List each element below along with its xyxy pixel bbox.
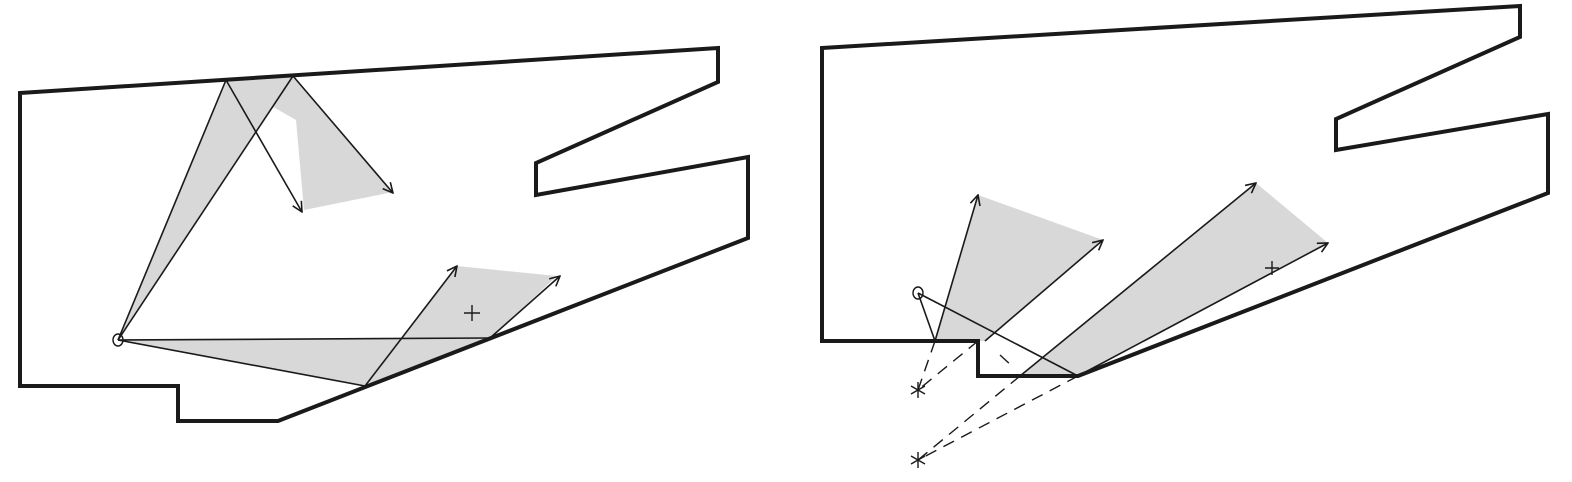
image-source-line	[917, 340, 979, 391]
source-point-icon	[912, 286, 924, 300]
cavity-outline-left	[18, 45, 750, 423]
reflected-ray-arrow	[1019, 183, 1256, 377]
reflected-ray-arrow	[934, 195, 978, 342]
incident-ray	[117, 339, 366, 387]
right-panel	[820, 3, 1550, 468]
reflected-ray-arrow	[292, 75, 393, 193]
image-source-line	[917, 340, 936, 391]
reflected-beam-bottom	[365, 266, 557, 386]
image-source-star-icon	[910, 452, 926, 468]
incident-ray	[917, 292, 936, 342]
left-panel	[18, 45, 750, 423]
reflected-beam-slope	[1020, 183, 1328, 376]
image-source-line	[917, 375, 1021, 461]
cavity-outline-right	[820, 3, 1550, 378]
reflected-ray-arrow	[984, 240, 1103, 342]
reflected-beam-top	[226, 76, 393, 210]
incident-ray	[117, 337, 491, 341]
reflected-ray-arrow	[225, 79, 302, 212]
reflected-ray-arrow	[1077, 243, 1328, 377]
image-source-line	[917, 375, 1079, 461]
image-source-line	[999, 354, 1013, 367]
plus-marker-icon	[1265, 261, 1279, 275]
plus-marker-icon	[464, 305, 480, 321]
incident-ray	[117, 75, 294, 341]
reflected-ray-arrow	[364, 266, 457, 387]
incident-ray	[117, 79, 227, 341]
reflected-ray-arrow	[489, 276, 560, 339]
source-point-icon	[112, 333, 124, 347]
reflected-beam-step	[935, 195, 1103, 341]
image-source-star-icon	[910, 382, 926, 398]
